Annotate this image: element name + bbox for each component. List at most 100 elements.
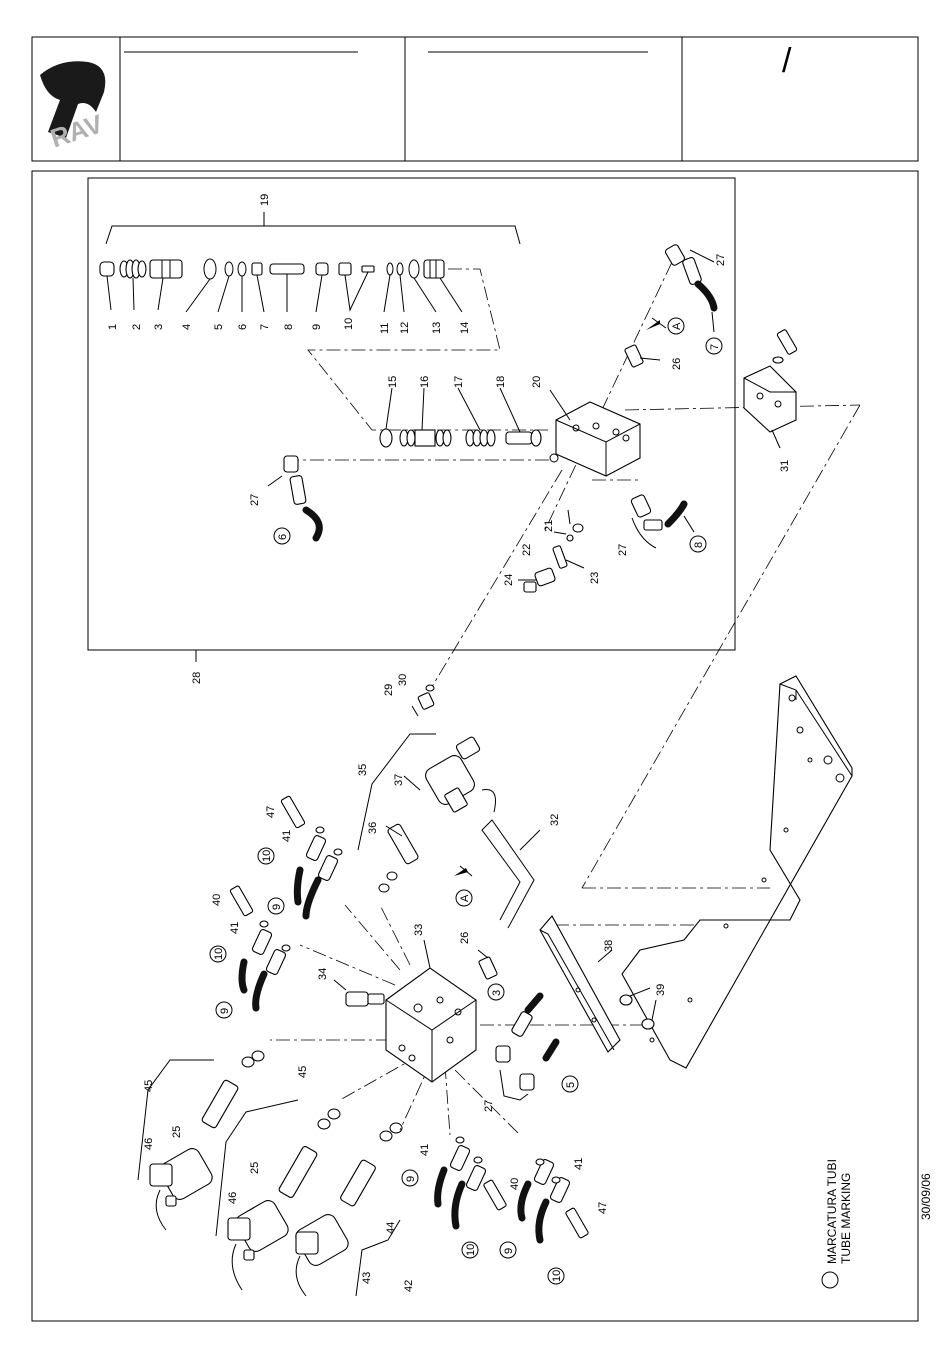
callout-46a: 46 (143, 1138, 155, 1150)
svg-text:10: 10 (465, 1244, 477, 1256)
callout-35: 35 (357, 764, 369, 776)
fitting-26-top (624, 344, 660, 367)
legend-en: TUBE MARKING (839, 1173, 853, 1264)
tube-marker-10c: 10 (462, 1242, 478, 1258)
part-10-seal (339, 263, 351, 275)
callout-45a: 45 (143, 1080, 155, 1092)
drawing-date: 30/09/06 (919, 1173, 933, 1220)
part-34-fitting (334, 980, 384, 1006)
callout-23: 23 (589, 572, 601, 584)
callout-40a: 40 (211, 894, 223, 906)
tube-marker-5: 5 (562, 1076, 578, 1092)
cylinder-parts (380, 388, 541, 447)
callout-42: 42 (403, 1280, 415, 1292)
callout-3: 3 (153, 324, 165, 330)
subassembly-frame (88, 178, 735, 650)
hose-5 (546, 1042, 556, 1058)
callout-44: 44 (385, 1222, 397, 1234)
part-7-washer (252, 263, 262, 275)
callout-32: 32 (549, 814, 561, 826)
callout-25a: 25 (171, 1126, 183, 1138)
callout-10: 10 (343, 318, 355, 330)
callout-24: 24 (503, 574, 515, 586)
svg-text:3: 3 (491, 990, 503, 996)
solenoid-35 (358, 734, 496, 892)
callout-41a: 41 (281, 830, 293, 842)
callout-37: 37 (393, 774, 405, 786)
tube-marker-7: 7 (706, 338, 722, 354)
part-21-oring (573, 524, 583, 532)
part-40-bolt-top (230, 885, 254, 916)
callout-12: 12 (399, 322, 411, 334)
part-10-pin (362, 266, 374, 272)
callout-9: 9 (311, 324, 323, 330)
tube-marker-10b: 10 (210, 946, 226, 962)
callout-15: 15 (387, 376, 399, 388)
callout-11: 11 (379, 323, 391, 334)
callout-5: 5 (213, 324, 225, 330)
fitting-27-right (630, 494, 694, 548)
callout-47a: 47 (265, 806, 277, 818)
revision-mark: / (782, 42, 792, 80)
callout-13: 13 (431, 322, 443, 334)
tube-marker-6: 6 (274, 528, 290, 544)
callout-47b: 47 (597, 1202, 609, 1214)
svg-text:9: 9 (271, 904, 283, 910)
svg-text:6: 6 (277, 534, 289, 540)
part-3-body (150, 260, 182, 278)
bracket-19 (106, 226, 520, 244)
callout-43: 43 (361, 1272, 373, 1284)
callout-34: 34 (317, 968, 329, 980)
fitting-26-mid (478, 950, 498, 980)
parts-29-30 (412, 685, 434, 716)
part-9-seat (316, 263, 328, 275)
part-16-spring (400, 430, 451, 446)
callout-26b: 26 (459, 932, 471, 944)
part-2-spring (120, 260, 146, 278)
tube-marker-9c: 9 (402, 1170, 418, 1186)
part-40-bolt-bottom (483, 1180, 507, 1211)
part-4-oring (204, 259, 216, 279)
part-8-piston (270, 264, 304, 274)
valve-cartridge-parts (100, 259, 444, 279)
svg-text:8: 8 (693, 542, 705, 548)
callout-1: 1 (107, 324, 119, 330)
callout-16: 16 (419, 376, 431, 388)
svg-text:10: 10 (261, 850, 273, 862)
part-17-spring (466, 430, 495, 446)
part-47-bolt-bottom (565, 1208, 589, 1239)
part-20-valve-block (550, 390, 640, 476)
svg-text:A: A (459, 894, 471, 902)
tube-marker-8: 8 (690, 536, 706, 552)
callout-27a: 27 (715, 254, 727, 266)
part-6-oring (238, 262, 246, 276)
callout-6: 6 (237, 324, 249, 330)
part-12-ring (397, 263, 403, 275)
fitting-27-left (268, 456, 319, 538)
legend-circle-icon (822, 1272, 838, 1288)
callout-45b: 45 (297, 1066, 309, 1078)
callout-46b: 46 (227, 1192, 239, 1204)
tube-marking-legend: MARCATURA TUBI TUBE MARKING (822, 1159, 853, 1288)
hose-7 (698, 284, 714, 308)
callout-30: 30 (397, 674, 409, 686)
tube-marker-9b: 9 (216, 1002, 232, 1018)
callout-17: 17 (453, 376, 465, 388)
callout-41c: 41 (419, 1144, 431, 1156)
callout-25b: 25 (249, 1162, 261, 1174)
callout-14: 14 (459, 322, 471, 334)
svg-text:9: 9 (405, 1176, 417, 1182)
part-5-ring (225, 262, 233, 276)
svg-text:10: 10 (551, 1270, 563, 1282)
svg-text:7: 7 (709, 344, 721, 350)
part-22-ball (567, 535, 573, 541)
callout-27c: 27 (617, 544, 629, 556)
callout-40b: 40 (509, 1178, 521, 1190)
callout-20: 20 (531, 376, 543, 388)
part-32-tube (454, 820, 540, 928)
callout-18: 18 (495, 376, 507, 388)
part-33-main-block (386, 940, 476, 1082)
callout-41d: 41 (573, 1158, 585, 1170)
hose-8 (668, 504, 684, 524)
